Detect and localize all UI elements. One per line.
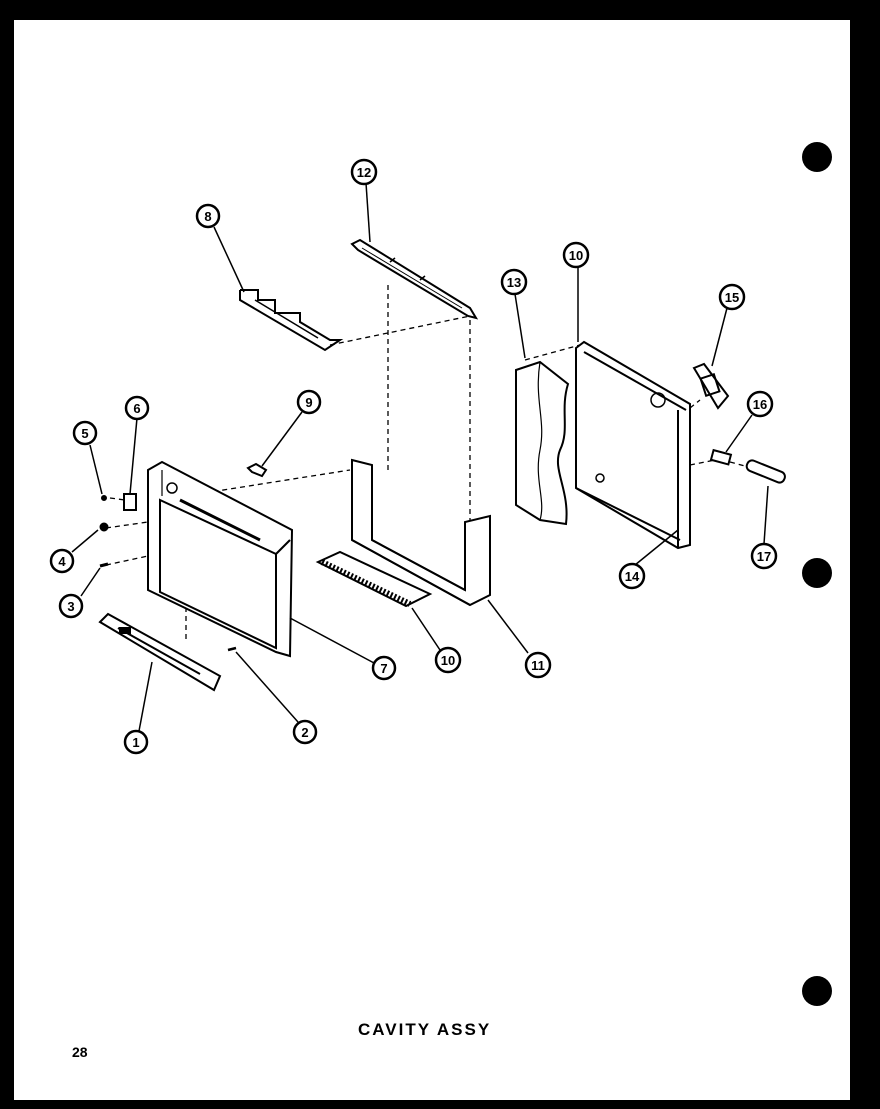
- part-connector: [709, 448, 733, 466]
- assembly-guide-lines: [105, 285, 761, 640]
- callout-16: 16: [746, 390, 774, 418]
- svg-text:16: 16: [753, 397, 767, 412]
- svg-text:4: 4: [58, 554, 66, 569]
- svg-text:14: 14: [625, 569, 640, 584]
- svg-text:11: 11: [531, 658, 545, 673]
- callouts: 1 2 3 4 5 6 7: [49, 158, 778, 755]
- part-nut-4: [99, 522, 109, 532]
- callout-12: 12: [350, 158, 378, 186]
- callout-17: 17: [750, 542, 778, 570]
- binder-hole-bottom: [802, 976, 832, 1006]
- svg-text:17: 17: [757, 549, 771, 564]
- part-screw-5: [101, 495, 107, 501]
- callout-7: 7: [371, 655, 397, 681]
- part-screw-2: [227, 646, 237, 652]
- svg-text:5: 5: [81, 426, 88, 441]
- part-cavity-wall: [351, 458, 491, 607]
- svg-text:15: 15: [725, 290, 739, 305]
- part-lamp: [745, 459, 786, 484]
- binder-hole-top: [802, 142, 832, 172]
- part-side-panel: [575, 340, 691, 550]
- part-clip: [246, 462, 268, 478]
- callout-13: 13: [500, 268, 528, 296]
- part-grille: [315, 550, 433, 608]
- svg-text:10: 10: [569, 248, 583, 263]
- svg-text:9: 9: [305, 395, 312, 410]
- callout-11: 11: [524, 651, 552, 679]
- part-trim-strip: [98, 612, 222, 692]
- svg-text:12: 12: [357, 165, 371, 180]
- part-screw-3: [99, 562, 109, 568]
- callout-15: 15: [718, 283, 746, 311]
- callout-14: 14: [618, 562, 646, 590]
- svg-text:2: 2: [301, 725, 308, 740]
- callout-10-side: 10: [562, 241, 590, 269]
- callout-5: 5: [72, 420, 98, 446]
- binder-hole-middle: [802, 558, 832, 588]
- svg-text:10: 10: [441, 653, 455, 668]
- callout-8: 8: [195, 203, 221, 229]
- svg-text:7: 7: [380, 661, 387, 676]
- part-small-plate: [123, 493, 137, 511]
- svg-text:1: 1: [132, 735, 139, 750]
- callout-9: 9: [296, 389, 322, 415]
- svg-text:3: 3: [67, 599, 74, 614]
- callout-1: 1: [123, 729, 149, 755]
- callout-2: 2: [292, 719, 318, 745]
- part-top-rail: [350, 238, 479, 320]
- callout-4: 4: [49, 548, 75, 574]
- svg-text:13: 13: [507, 275, 521, 290]
- diagram-title: CAVITY ASSY: [358, 1020, 492, 1039]
- part-gasket-plate: [692, 362, 730, 410]
- callout-3: 3: [58, 593, 84, 619]
- part-insulation: [515, 360, 570, 526]
- callout-10-grille: 10: [434, 646, 462, 674]
- part-front-frame: [147, 460, 294, 658]
- svg-text:6: 6: [133, 401, 140, 416]
- leader-lines: [71, 182, 769, 732]
- svg-text:8: 8: [204, 209, 211, 224]
- page-number: 28: [72, 1044, 88, 1060]
- part-top-bracket: [239, 289, 344, 352]
- callout-6: 6: [124, 395, 150, 421]
